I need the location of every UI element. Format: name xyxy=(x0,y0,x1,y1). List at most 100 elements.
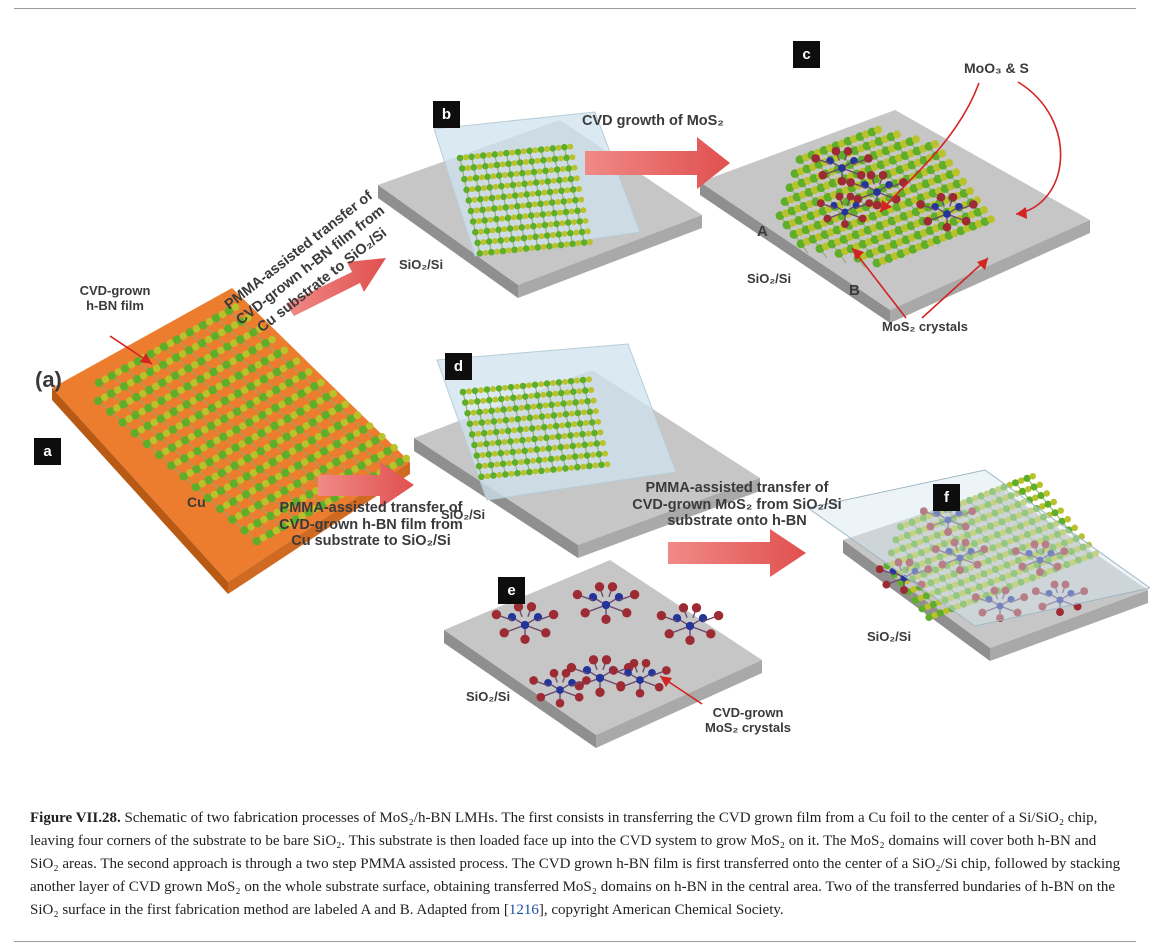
boron-atom xyxy=(531,201,538,208)
boron-atom xyxy=(150,418,159,427)
sulfur-atom xyxy=(926,522,935,531)
sulfur-atom xyxy=(662,666,671,675)
boron-atom xyxy=(541,189,548,196)
sulfur-atom xyxy=(513,602,524,612)
boron-atom xyxy=(187,451,195,459)
nitrogen-atom xyxy=(512,405,519,412)
nitrogen-atom xyxy=(883,562,891,570)
nitrogen-atom xyxy=(268,475,277,485)
boron-atom xyxy=(910,586,917,593)
boron-atom xyxy=(990,499,997,506)
boron-atom xyxy=(250,451,259,459)
nitrogen-atom xyxy=(193,447,202,456)
caption-reference-link[interactable]: 1216 xyxy=(508,902,539,918)
part-label: (a) xyxy=(35,367,62,392)
nitrogen-atom xyxy=(503,149,510,157)
cvd-mos2-label: CVD-grown MoS₂ crystals xyxy=(705,705,791,735)
nitrogen-atom xyxy=(255,465,265,474)
nitrogen-atom xyxy=(395,457,404,467)
boron-atom xyxy=(924,603,931,610)
boron-atom xyxy=(516,394,523,401)
boron-atom xyxy=(551,444,558,451)
boron-atom xyxy=(1060,528,1067,536)
boron-atom xyxy=(287,483,295,491)
nitrogen-atom xyxy=(531,381,539,389)
nitrogen-atom xyxy=(504,427,512,435)
nitrogen-atom xyxy=(493,161,501,169)
boron-atom xyxy=(217,346,225,355)
nitrogen-atom xyxy=(219,432,228,441)
nitrogen-atom xyxy=(255,483,264,492)
nitrogen-atom xyxy=(506,225,514,232)
sulfur-atom xyxy=(594,582,605,592)
boron-atom xyxy=(1007,537,1014,545)
sulfur-atom xyxy=(835,192,844,201)
sulfur-atom xyxy=(1036,568,1044,577)
nitrogen-atom xyxy=(556,176,563,184)
sulfur-atom xyxy=(882,580,891,589)
boron-atom xyxy=(153,346,162,355)
boron-atom xyxy=(504,182,511,189)
boron-atom xyxy=(259,533,268,542)
boron-atom xyxy=(249,469,258,477)
nitrogen-atom xyxy=(542,167,549,175)
pmma-sheet-f xyxy=(806,469,1150,627)
nitrogen-atom xyxy=(514,202,521,210)
boron-atom xyxy=(497,150,504,157)
nitrogen-atom xyxy=(530,222,537,230)
boron-atom xyxy=(247,523,255,531)
nitrogen-atom xyxy=(224,324,233,333)
sulfur-atom xyxy=(622,608,632,618)
nitrogen-atom xyxy=(580,239,588,246)
sulfur-atom xyxy=(1053,562,1062,571)
nitrogen-atom xyxy=(510,394,517,402)
boron-atom xyxy=(1071,524,1078,532)
nitrogen-atom xyxy=(334,403,343,413)
boron-atom xyxy=(901,555,908,563)
boron-atom xyxy=(462,154,469,161)
boron-atom xyxy=(970,529,977,537)
nitrogen-atom xyxy=(537,146,545,153)
boron-atom xyxy=(198,479,207,488)
boron-atom xyxy=(568,410,575,417)
nitrogen-atom xyxy=(495,385,503,392)
boron-atom xyxy=(566,454,573,461)
boron-atom xyxy=(186,469,194,477)
nitrogen-atom xyxy=(280,486,289,495)
nitrogen-atom xyxy=(518,224,526,231)
boron-atom xyxy=(587,441,594,448)
nitrogen-atom xyxy=(332,457,341,467)
nitrogen-atom xyxy=(516,159,524,166)
boron-atom xyxy=(924,547,931,554)
nitrogen-atom xyxy=(233,389,243,398)
boron-atom xyxy=(490,386,496,392)
nitrogen-atom xyxy=(1044,500,1052,508)
sulfur-atom xyxy=(816,199,825,208)
boron-atom xyxy=(235,512,243,520)
nitrogen-atom xyxy=(550,412,558,419)
boron-atom xyxy=(378,433,386,441)
nitrogen-atom xyxy=(558,389,565,397)
nitrogen-atom xyxy=(572,196,579,204)
arrow-a-to-d xyxy=(318,462,414,508)
nitrogen-atom xyxy=(279,504,288,513)
nitrogen-atom xyxy=(892,536,900,544)
nitrogen-atom xyxy=(257,429,266,438)
nitrogen-atom xyxy=(574,207,581,215)
sulfur-atom xyxy=(978,608,987,617)
nitrogen-atom xyxy=(975,583,984,591)
nitrogen-atom xyxy=(180,454,189,463)
nitrogen-atom xyxy=(899,544,907,553)
sulfur-atom xyxy=(1011,547,1020,556)
boron-atom xyxy=(567,143,574,150)
nitrogen-atom xyxy=(472,228,479,236)
boron-atom xyxy=(987,215,995,224)
nitrogen-atom xyxy=(490,418,498,425)
nitrogen-atom xyxy=(526,147,533,155)
nitrogen-atom xyxy=(333,421,343,431)
boron-atom xyxy=(520,415,527,422)
nitrogen-atom xyxy=(259,393,268,402)
sulfur-atom xyxy=(654,682,664,692)
boron-atom xyxy=(571,219,577,225)
nitrogen-atom xyxy=(948,605,956,613)
